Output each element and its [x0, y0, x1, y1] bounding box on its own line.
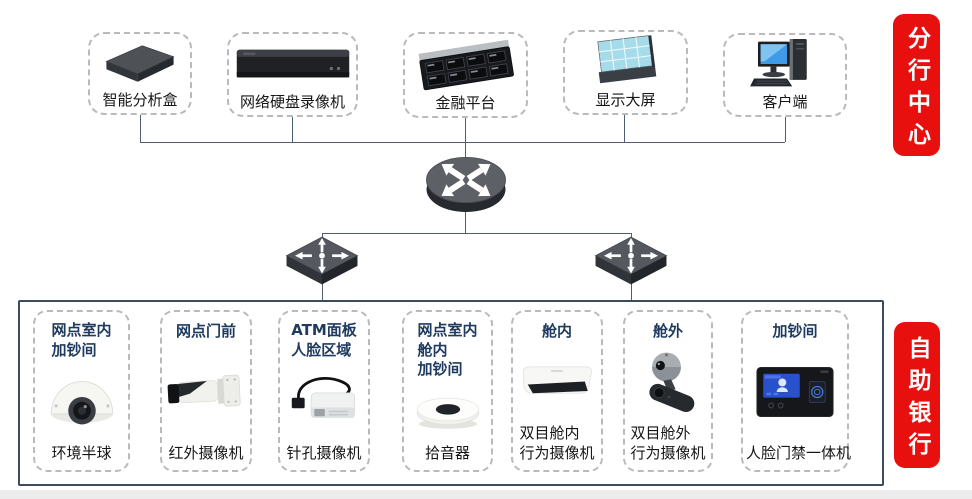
connector-line	[465, 142, 466, 158]
connector-line	[785, 117, 786, 142]
bottom-device-box: 网点门前 红外摄像机	[160, 310, 252, 472]
bottom-device-box: 网点室内 加钞间 环境半球	[33, 310, 130, 472]
analysis-box-icon	[90, 34, 190, 92]
face-access-terminal-icon	[746, 342, 844, 443]
branch-center-region-badge: 分行中心	[893, 14, 940, 156]
device-label: 客户端	[762, 92, 808, 111]
zone-title: 加钞间	[772, 322, 818, 340]
device-label: 红外摄像机	[168, 443, 244, 462]
device-label: 针孔摄像机	[286, 443, 362, 462]
connector-line	[292, 117, 293, 142]
zone-title: 网点门前	[175, 322, 236, 340]
device-label: 双目舱内 行为摄像机	[519, 424, 595, 462]
device-label: 金融平台	[435, 93, 496, 112]
connector-line	[140, 115, 141, 142]
device-label: 拾音器	[424, 443, 470, 462]
bottom-device-box: ATM面板 人脸区域 针孔摄像机	[278, 310, 370, 472]
zone-title: 舱外	[652, 322, 683, 340]
bottom-device-box: 加钞间 人脸门禁一体机	[741, 310, 852, 472]
device-label: 人脸门禁一体机	[746, 443, 852, 462]
connector-line	[624, 115, 625, 142]
bullet-camera-icon	[165, 342, 247, 443]
page-divider	[0, 490, 972, 499]
zone-title: 网点室内 舱内 加钞间	[417, 321, 478, 378]
region-label: 分行中心	[903, 25, 930, 154]
top-device-box: 网络硬盘录像机	[227, 32, 358, 117]
dual-lens-outdoor-camera-icon	[628, 342, 708, 425]
device-label: 环境半球	[51, 443, 112, 462]
device-label: 双目舱外 行为摄像机	[630, 424, 706, 462]
connector-bus-line	[140, 142, 785, 143]
dome-camera-icon	[38, 360, 125, 443]
device-label: 智能分析盒	[102, 90, 178, 109]
pinhole-camera-icon	[283, 360, 365, 443]
switch-icon	[284, 232, 360, 302]
device-label: 网络硬盘录像机	[239, 92, 345, 111]
connector-line	[465, 206, 466, 233]
dual-lens-indoor-camera-icon	[516, 342, 598, 425]
bottom-device-box: 舱内 双目舱内 行为摄像机	[511, 310, 603, 472]
zone-title: 网点室内 加钞间	[51, 321, 112, 359]
top-device-box: 显示大屏	[563, 30, 688, 115]
self-service-bank-region-badge: 自助银行	[894, 322, 940, 468]
audio-pickup-icon	[407, 380, 488, 443]
top-device-box: 客户端	[723, 33, 847, 117]
top-device-box: 金融平台	[403, 32, 528, 118]
connector-line	[322, 233, 631, 234]
bottom-device-box: 网点室内 舱内 加钞间 拾音器	[402, 310, 493, 472]
bottom-device-box: 舱外 双目舱外 行为摄像机	[623, 310, 713, 472]
switch-icon	[593, 232, 669, 302]
region-label: 自助银行	[904, 335, 930, 464]
zone-title: ATM面板 人脸区域	[291, 321, 357, 359]
device-label: 显示大屏	[595, 90, 656, 109]
video-wall-icon	[565, 32, 686, 92]
desktop-icon	[725, 35, 845, 94]
nvr-icon	[229, 34, 356, 94]
connector-line	[465, 118, 466, 142]
server-icon	[405, 34, 526, 95]
zone-title: 舱内	[541, 322, 572, 340]
top-device-box: 智能分析盒	[88, 32, 192, 115]
router-icon	[419, 144, 513, 220]
